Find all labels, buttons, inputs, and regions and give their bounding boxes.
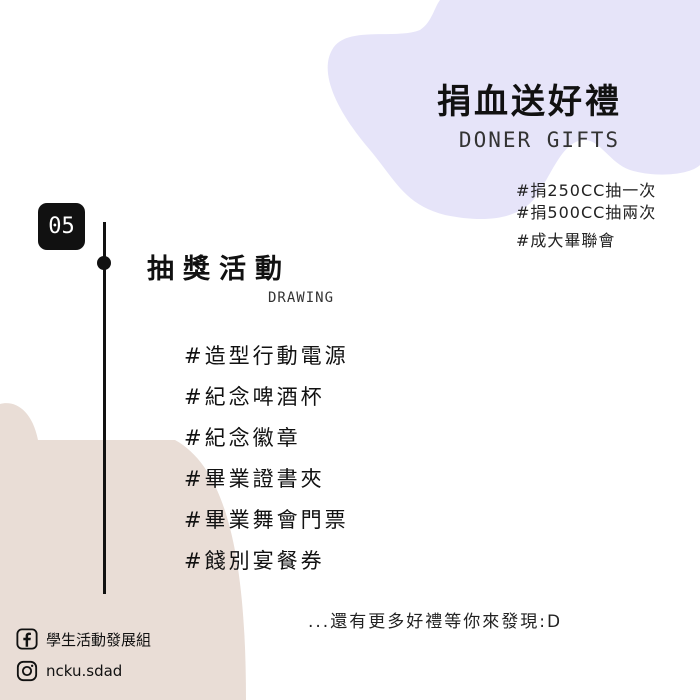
hashtag-item: #捐500CC抽兩次 — [516, 203, 657, 222]
hashtag-item: #捐250CC抽一次 — [516, 181, 657, 200]
instagram-label: ncku.sdad — [46, 662, 123, 680]
timeline-line — [103, 222, 106, 594]
section-subtitle: DRAWING — [268, 290, 335, 306]
hashtag-list: #捐250CC抽一次 #捐500CC抽兩次 #成大畢聯會 — [516, 180, 656, 252]
instagram-link[interactable]: ncku.sdad — [16, 658, 122, 684]
facebook-link[interactable]: 學生活動發展組 — [16, 626, 151, 652]
section-title: 抽獎活動 — [147, 254, 291, 285]
timeline-dot — [97, 256, 111, 270]
facebook-icon — [16, 628, 38, 650]
prize-item: #餞別宴餐券 — [184, 549, 325, 573]
instagram-icon — [16, 660, 38, 682]
section-number-badge: 05 — [38, 203, 85, 250]
page-title: 捐血送好禮 — [437, 82, 622, 122]
prize-item: #造型行動電源 — [184, 344, 349, 368]
hashtag-item: #成大畢聯會 — [516, 231, 616, 250]
prize-item: #紀念啤酒杯 — [184, 385, 325, 409]
footer-note: ...還有更多好禮等你來發現:D — [308, 612, 563, 632]
prize-item: #畢業證書夾 — [184, 467, 325, 491]
prize-item: #畢業舞會門票 — [184, 508, 349, 532]
prize-item: #紀念徽章 — [184, 426, 301, 450]
page-subtitle: DONER GIFTS — [458, 128, 620, 152]
prize-list: #造型行動電源 #紀念啤酒杯 #紀念徽章 #畢業證書夾 #畢業舞會門票 #餞別宴… — [184, 340, 349, 586]
facebook-label: 學生活動發展組 — [46, 630, 152, 649]
